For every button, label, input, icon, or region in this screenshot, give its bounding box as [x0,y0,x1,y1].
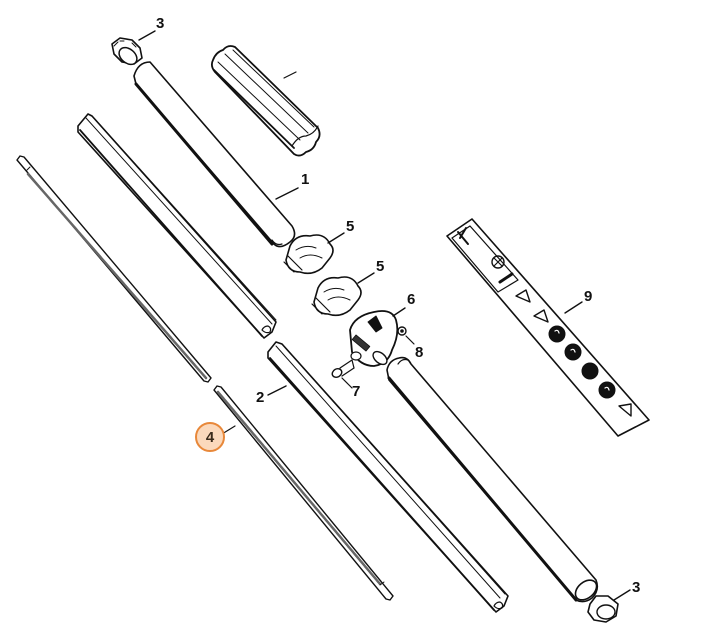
callout-6[interactable]: 6 [407,291,416,308]
callout-8[interactable]: 8 [415,344,424,361]
callout-1[interactable]: 1 [301,171,310,188]
callout-2[interactable]: 2 [256,389,265,406]
bottom-tube[interactable] [386,356,600,604]
liner-upper[interactable] [77,113,277,339]
liner-lower[interactable] [267,341,509,613]
clamp-b[interactable] [311,276,362,317]
callout-9[interactable]: 9 [584,288,593,305]
callout-5-b[interactable]: 5 [376,258,385,275]
callout-4-highlighted[interactable]: 4 [195,422,225,452]
callout-3-bottom[interactable]: 3 [632,579,641,596]
drive-shaft-lower[interactable] [213,385,394,601]
nut[interactable] [397,326,407,336]
handle-bracket[interactable] [349,310,399,367]
callout-7[interactable]: 7 [352,383,361,400]
clamp-a[interactable] [283,234,334,275]
fluted-sleeve[interactable] [210,45,321,157]
callout-3-top[interactable]: 3 [156,15,165,32]
drive-shaft-upper[interactable] [16,155,212,383]
shaft-tube[interactable] [133,61,296,248]
callout-5-a[interactable]: 5 [346,218,355,235]
screw[interactable] [331,359,355,379]
end-cap-bottom[interactable] [587,595,619,623]
end-cap-top[interactable] [111,37,143,68]
warning-label-strip[interactable] [446,218,650,437]
